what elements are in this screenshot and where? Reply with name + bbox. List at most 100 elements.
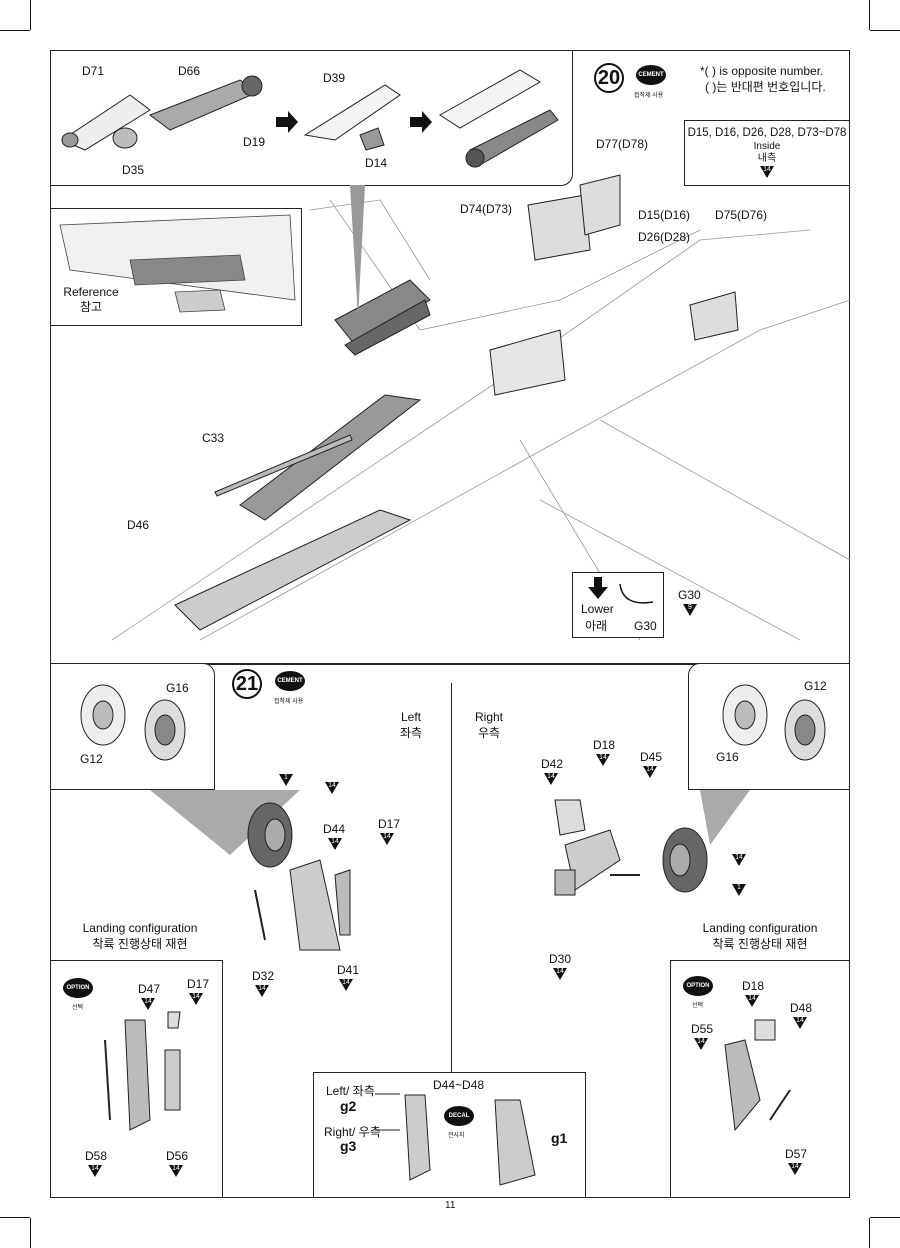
paint-code-marker: 1 bbox=[279, 774, 293, 786]
paint-code: 14 bbox=[192, 993, 200, 1000]
left-en: Left bbox=[400, 710, 421, 724]
paint-code: 14 bbox=[646, 766, 654, 773]
paint-code: 14 bbox=[556, 968, 564, 975]
paint-code-marker: 14 bbox=[169, 1165, 183, 1177]
paint-code-marker: 14 bbox=[745, 995, 759, 1007]
cement-caption: 접착제 사용 bbox=[634, 93, 664, 99]
lower-part: G30 bbox=[634, 619, 657, 633]
paint-code: 14 bbox=[342, 979, 350, 986]
step-number-21: 21 bbox=[232, 669, 262, 699]
crop-mark bbox=[0, 30, 30, 31]
landing-config-left-kr: 착륙 진행상태 재현 bbox=[92, 937, 188, 951]
paint-code: 14 bbox=[144, 998, 152, 1005]
part-label-d18: D18 bbox=[742, 979, 765, 993]
opposite-note-en: *( ) is opposite number. bbox=[700, 64, 824, 78]
cement-caption: 접착제 사용 bbox=[274, 699, 304, 705]
paint-code-marker: 14 bbox=[732, 854, 746, 866]
paint-code-marker: 14 bbox=[339, 979, 353, 991]
landing-config-right-kr: 착륙 진행상태 재현 bbox=[712, 937, 808, 951]
paint-code: 14 bbox=[383, 833, 391, 840]
part-label-d66: D66 bbox=[178, 64, 201, 78]
part-label-g12: G12 bbox=[80, 752, 103, 766]
inside-note-box bbox=[684, 120, 850, 186]
decal-box bbox=[313, 1072, 586, 1198]
option-caption: 선택 bbox=[692, 1003, 704, 1009]
paint-code: 14 bbox=[599, 754, 607, 761]
part-label-d48: D48 bbox=[790, 1001, 813, 1015]
part-label-d30: D30 bbox=[549, 952, 572, 966]
paint-code: 14 bbox=[91, 1165, 99, 1172]
reference-en: Reference bbox=[63, 285, 119, 299]
paint-code-marker: 9 bbox=[683, 604, 697, 616]
inside-parts: D15, D16, D26, D28, D73~D78 bbox=[687, 127, 847, 139]
part-label-d56: D56 bbox=[166, 1149, 189, 1163]
cement-icon: CEMENT bbox=[636, 65, 666, 85]
paint-code: 14 bbox=[796, 1017, 804, 1024]
subassembly-box bbox=[50, 50, 573, 186]
lower-en: Lower bbox=[581, 602, 614, 616]
reference-kr: 참고 bbox=[79, 300, 103, 314]
decal-range: D44~D48 bbox=[433, 1078, 485, 1092]
decal-left-code: g2 bbox=[340, 1098, 357, 1114]
paint-code-marker: 14 bbox=[141, 998, 155, 1010]
paint-code-marker: 14 bbox=[760, 166, 774, 178]
paint-code-marker: 1 bbox=[732, 884, 746, 896]
down-arrow-icon bbox=[588, 577, 608, 599]
part-label-d35: D35 bbox=[122, 163, 145, 177]
part-label-c33: C33 bbox=[202, 431, 225, 445]
decal-caption: 전사지 bbox=[448, 1133, 465, 1139]
paint-code: 14 bbox=[258, 985, 266, 992]
part-label-d39: D39 bbox=[323, 71, 346, 85]
part-label-d44: D44 bbox=[323, 822, 346, 836]
left-kr: 좌측 bbox=[399, 726, 423, 740]
paint-code: 1 bbox=[737, 884, 741, 891]
paint-code-marker: 14 bbox=[793, 1017, 807, 1029]
paint-code: 14 bbox=[748, 995, 756, 1002]
part-label-g16: G16 bbox=[716, 750, 739, 764]
paint-code-marker: 14 bbox=[88, 1165, 102, 1177]
part-label-d42: D42 bbox=[541, 757, 564, 771]
decal-icon: DECAL bbox=[444, 1106, 474, 1126]
decal-right: Right/ 우측 bbox=[324, 1125, 381, 1139]
part-label-d46: D46 bbox=[127, 518, 150, 532]
paint-code: 1 bbox=[284, 774, 288, 781]
inside-kr: 내측 bbox=[757, 153, 777, 164]
paint-code-marker: 14 bbox=[643, 766, 657, 778]
part-label-d77: D77(D78) bbox=[596, 137, 649, 151]
part-label-d58: D58 bbox=[85, 1149, 108, 1163]
part-label-d41: D41 bbox=[337, 963, 360, 977]
part-label-d18: D18 bbox=[593, 738, 616, 752]
crop-mark bbox=[0, 1217, 30, 1218]
part-label-d14: D14 bbox=[365, 156, 388, 170]
paint-code: 14 bbox=[697, 1038, 705, 1045]
paint-code-marker: 14 bbox=[325, 782, 339, 794]
paint-code: 14 bbox=[791, 1163, 799, 1170]
part-label-d17: D17 bbox=[187, 977, 210, 991]
landing-config-left-en: Landing configuration bbox=[82, 921, 198, 935]
part-label-d75: D75(D76) bbox=[715, 208, 768, 222]
option-icon: OPTION bbox=[683, 976, 713, 996]
page-number: 11 bbox=[445, 1200, 456, 1211]
right-en: Right bbox=[474, 710, 503, 724]
part-label-d32: D32 bbox=[252, 969, 275, 983]
part-label-d17: D17 bbox=[378, 817, 401, 831]
step-number-20: 20 bbox=[594, 63, 624, 93]
paint-code-marker: 14 bbox=[544, 773, 558, 785]
part-label-g16: G16 bbox=[166, 681, 189, 695]
paint-code: 14 bbox=[763, 166, 771, 173]
crop-mark bbox=[30, 1218, 31, 1248]
paint-code: 14 bbox=[735, 854, 743, 861]
left-right-divider bbox=[451, 683, 452, 1073]
paint-code: 14 bbox=[328, 782, 336, 789]
inside-en: Inside bbox=[753, 141, 781, 152]
paint-code: 14 bbox=[172, 1165, 180, 1172]
